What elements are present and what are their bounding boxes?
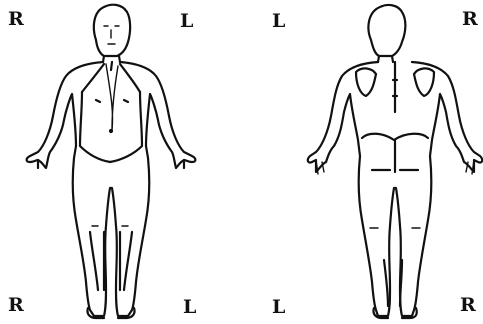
front-head-outline [94,5,130,56]
back-spine [393,62,397,112]
front-center-line [106,64,118,130]
front-leg-inner-lines [90,232,132,290]
front-chest-lines [82,62,140,92]
back-view-figure [308,5,482,318]
front-face-features [104,26,119,44]
back-head-outline [368,5,405,56]
front-navel [109,129,112,132]
front-view-figure [27,5,196,318]
back-buttocks [362,134,428,172]
